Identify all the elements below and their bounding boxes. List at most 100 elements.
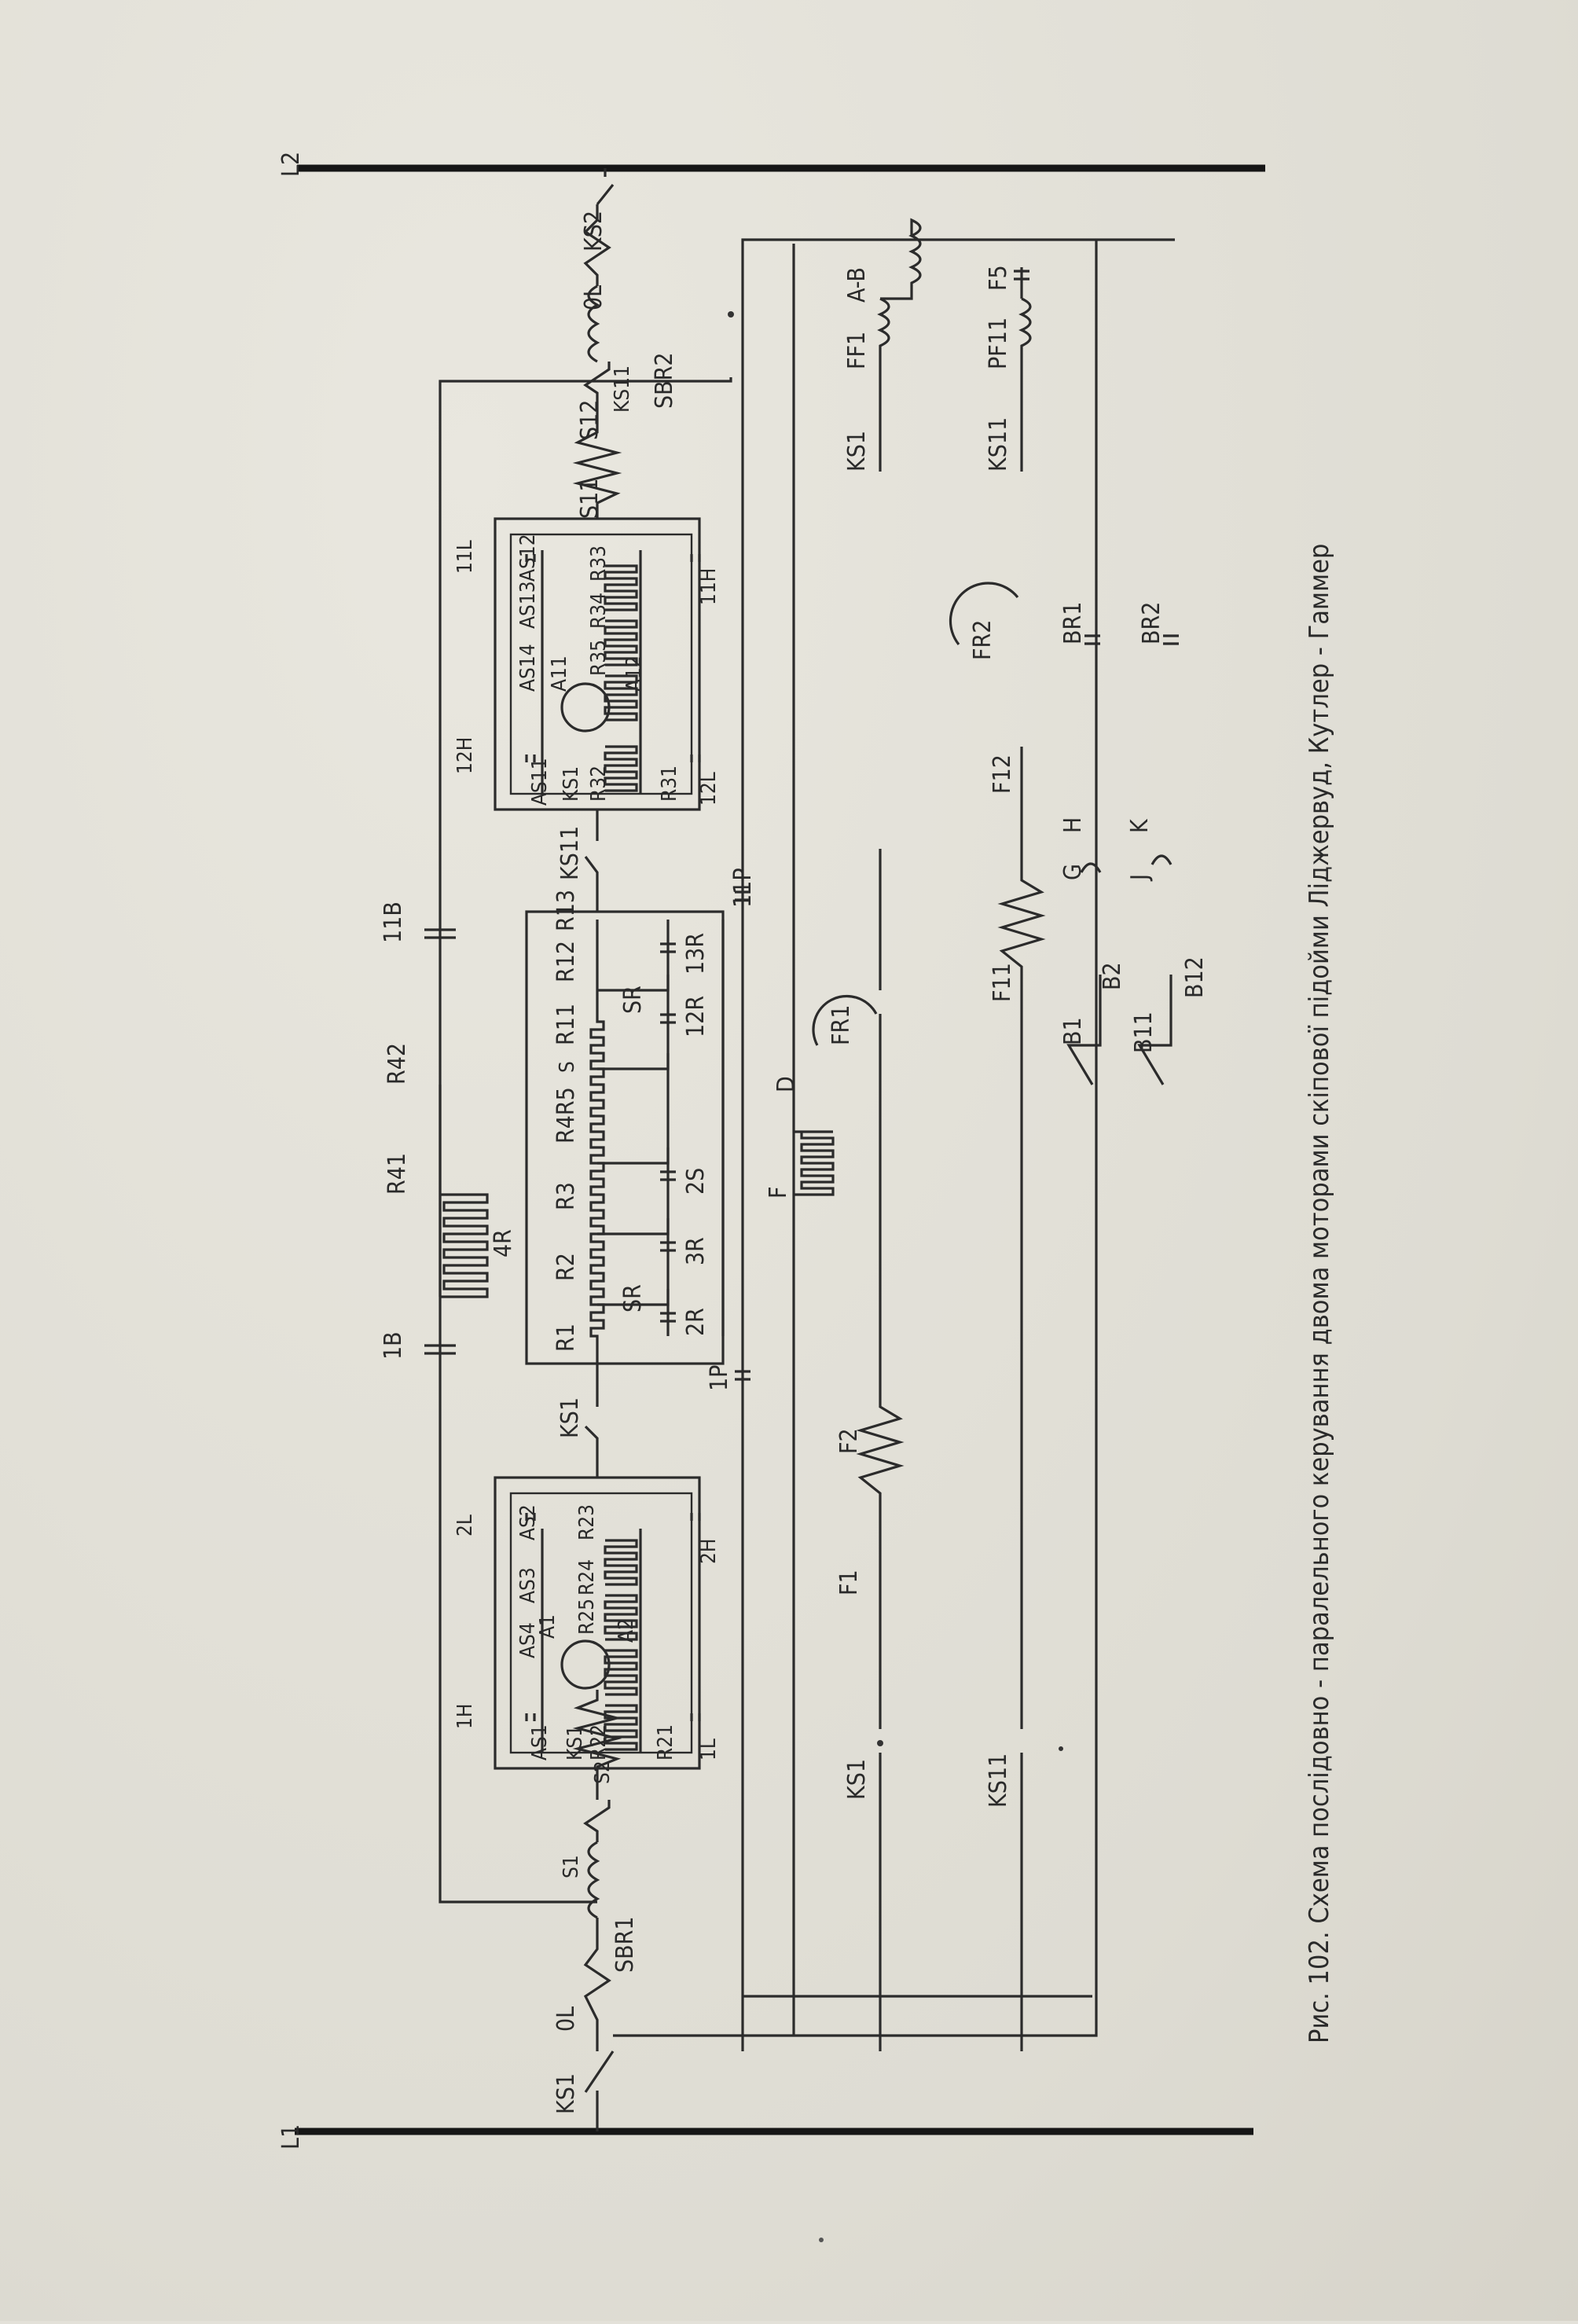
label-D: D [772, 1076, 800, 1092]
figure-caption: Рис. 102. Схема послідовно - паралельног… [1304, 544, 1335, 2043]
label-R13: R13 [552, 890, 580, 931]
label-m1-R22: R22 [587, 1724, 611, 1760]
label-m2-R32: R32 [587, 765, 611, 802]
caps-BR1-BR2 [1084, 634, 1179, 645]
label-1B: 1B [380, 1331, 407, 1360]
cap-12R [660, 1013, 676, 1024]
label-m2-AS11: AS11 [528, 758, 552, 806]
label-BR2: BR2 [1138, 602, 1165, 644]
label-m2-KS1: KS1 [560, 766, 583, 802]
label-G: G [1059, 864, 1087, 880]
label-3R: 3R [682, 1237, 710, 1265]
label-m1-R25: R25 [575, 1599, 599, 1635]
field-F1-F2 [856, 849, 905, 2051]
speck [728, 311, 734, 318]
label-SR-left: SR [619, 1284, 647, 1313]
controller-resistor-chain [589, 920, 725, 1352]
resistor-4R [440, 1193, 489, 1298]
coil-SBR2 [587, 285, 600, 363]
label-S11: S11 [576, 479, 604, 519]
label-m2-A11: A11 [548, 655, 571, 692]
label-m1-R21: R21 [654, 1724, 677, 1760]
label-m2-AS14: AS14 [516, 644, 540, 692]
label-m2-12L: 12L [697, 772, 721, 806]
label-F5: F5 [985, 265, 1012, 291]
cap-11L [525, 554, 536, 562]
wire-vertical-1 [741, 238, 1175, 2051]
label-S2: S2 [591, 1760, 615, 1784]
brake-contacts [1066, 975, 1172, 1085]
cap-11P [735, 890, 750, 901]
label-m2-R34: R34 [587, 593, 611, 629]
motor2-resistor-banks [541, 550, 642, 794]
label-BR1: BR1 [1059, 602, 1087, 644]
label-m1-AS1: AS1 [528, 1724, 552, 1760]
label-KS1-main: KS1 [552, 2073, 580, 2114]
cap-2S [660, 1170, 676, 1181]
label-m1-A2: A2 [615, 1618, 638, 1643]
label-m1-AS3: AS3 [516, 1567, 540, 1603]
label-FF1: FF1 [843, 332, 871, 369]
label-m1-2L: 2L [453, 1514, 477, 1536]
label-m1-R24: R24 [575, 1559, 599, 1595]
label-m1-2H: 2H [697, 1539, 721, 1564]
label-1P: 1P [706, 1365, 733, 1391]
label-m2-AS13: AS13 [516, 581, 540, 629]
speck [819, 2238, 824, 2242]
label-11B: 11B [380, 901, 407, 943]
label-F1: F1 [835, 1570, 863, 1595]
cap-13R [660, 942, 676, 953]
label-m2-11H: 11H [697, 568, 721, 605]
label-R3: R3 [552, 1182, 580, 1210]
label-J: J [1126, 874, 1154, 882]
label-R12: R12 [552, 941, 580, 982]
label-K: K [1126, 818, 1154, 833]
label-m2-R33: R33 [587, 545, 611, 582]
bus-L1-label: L1 [277, 2124, 305, 2150]
speck [877, 1740, 883, 1746]
motor1-resistor-banks [541, 1529, 642, 1753]
contact-KS1-main [584, 2050, 615, 2093]
label-m2-11L: 11L [453, 540, 477, 574]
label-KS11-small: KS11 [611, 365, 634, 413]
label-S1: S1 [560, 1855, 583, 1878]
label-S12: S12 [576, 400, 604, 440]
cap-2L [525, 1513, 536, 1521]
label-m1-AS4: AS4 [516, 1622, 540, 1658]
cap-12H [525, 754, 536, 762]
label-m2-12H: 12H [453, 737, 477, 774]
label-KS11-top: KS11 [985, 417, 1012, 472]
wire [597, 377, 732, 383]
label-12R: 12R [682, 996, 710, 1037]
speck [1059, 1746, 1063, 1751]
label-SR-right: SR [619, 986, 647, 1014]
rheostat-FR2 [949, 582, 1019, 645]
label-B12: B12 [1181, 956, 1209, 998]
label-R11: R11 [552, 1004, 580, 1045]
field-PF11-F5 [1014, 267, 1032, 472]
label-4R: 4R [490, 1229, 517, 1257]
label-SBR2: SBR2 [651, 352, 678, 409]
label-KS1-top: KS1 [843, 431, 871, 472]
resistor-S1-S2 [572, 1690, 622, 1800]
label-F12: F12 [989, 754, 1016, 794]
label-m1-1H: 1H [453, 1704, 477, 1729]
label-m1-1L: 1L [697, 1738, 721, 1760]
overload-0L-right [583, 204, 611, 286]
label-FR1: FR1 [828, 1005, 855, 1045]
label-m2-R31: R31 [658, 765, 681, 802]
overload-0L-left [583, 1918, 611, 2051]
field-F11-F12 [997, 747, 1046, 2051]
coil-SBR1 [587, 1841, 600, 1919]
cap-1P [735, 1370, 750, 1381]
contact-KS2 [596, 168, 615, 205]
label-R4R5: R4R5 [552, 1087, 580, 1144]
label-R42: R42 [383, 1043, 411, 1085]
label-m2-R35: R35 [587, 640, 611, 676]
label-B2: B2 [1099, 962, 1126, 990]
motor1-armature [560, 1639, 611, 1690]
motor1-inner [509, 1492, 693, 1754]
label-m1-KS1: KS1 [563, 1725, 587, 1760]
